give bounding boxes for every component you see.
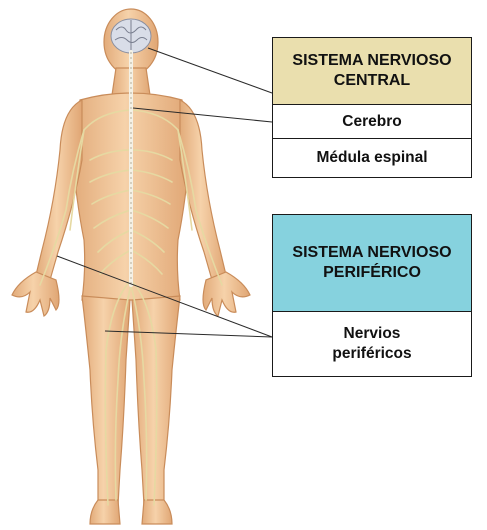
peripheral-title-line2: PERIFÉRICO [292,263,451,283]
right-foot [142,500,172,524]
left-hand [12,272,59,316]
right-hand [203,272,250,316]
leader-line-nervios [105,331,272,337]
brain-icon [111,19,151,53]
peripheral-title-line1: SISTEMA NERVIOSO [292,243,451,263]
central-nervous-system-title: SISTEMA NERVIOSO CENTRAL [272,37,472,105]
nervios-perifericos-label: Nervios periféricos [272,311,472,377]
central-title-line2: CENTRAL [292,71,451,91]
nervios-line2: periféricos [332,344,411,364]
leader-line-central [148,48,272,93]
peripheral-nervous-system-title: SISTEMA NERVIOSO PERIFÉRICO [272,214,472,312]
cerebro-label: Cerebro [272,104,472,139]
nervios-line1: Nervios [332,324,411,344]
central-title-line1: SISTEMA NERVIOSO [292,51,451,71]
left-foot [90,500,120,524]
medula-espinal-label: Médula espinal [272,138,472,178]
